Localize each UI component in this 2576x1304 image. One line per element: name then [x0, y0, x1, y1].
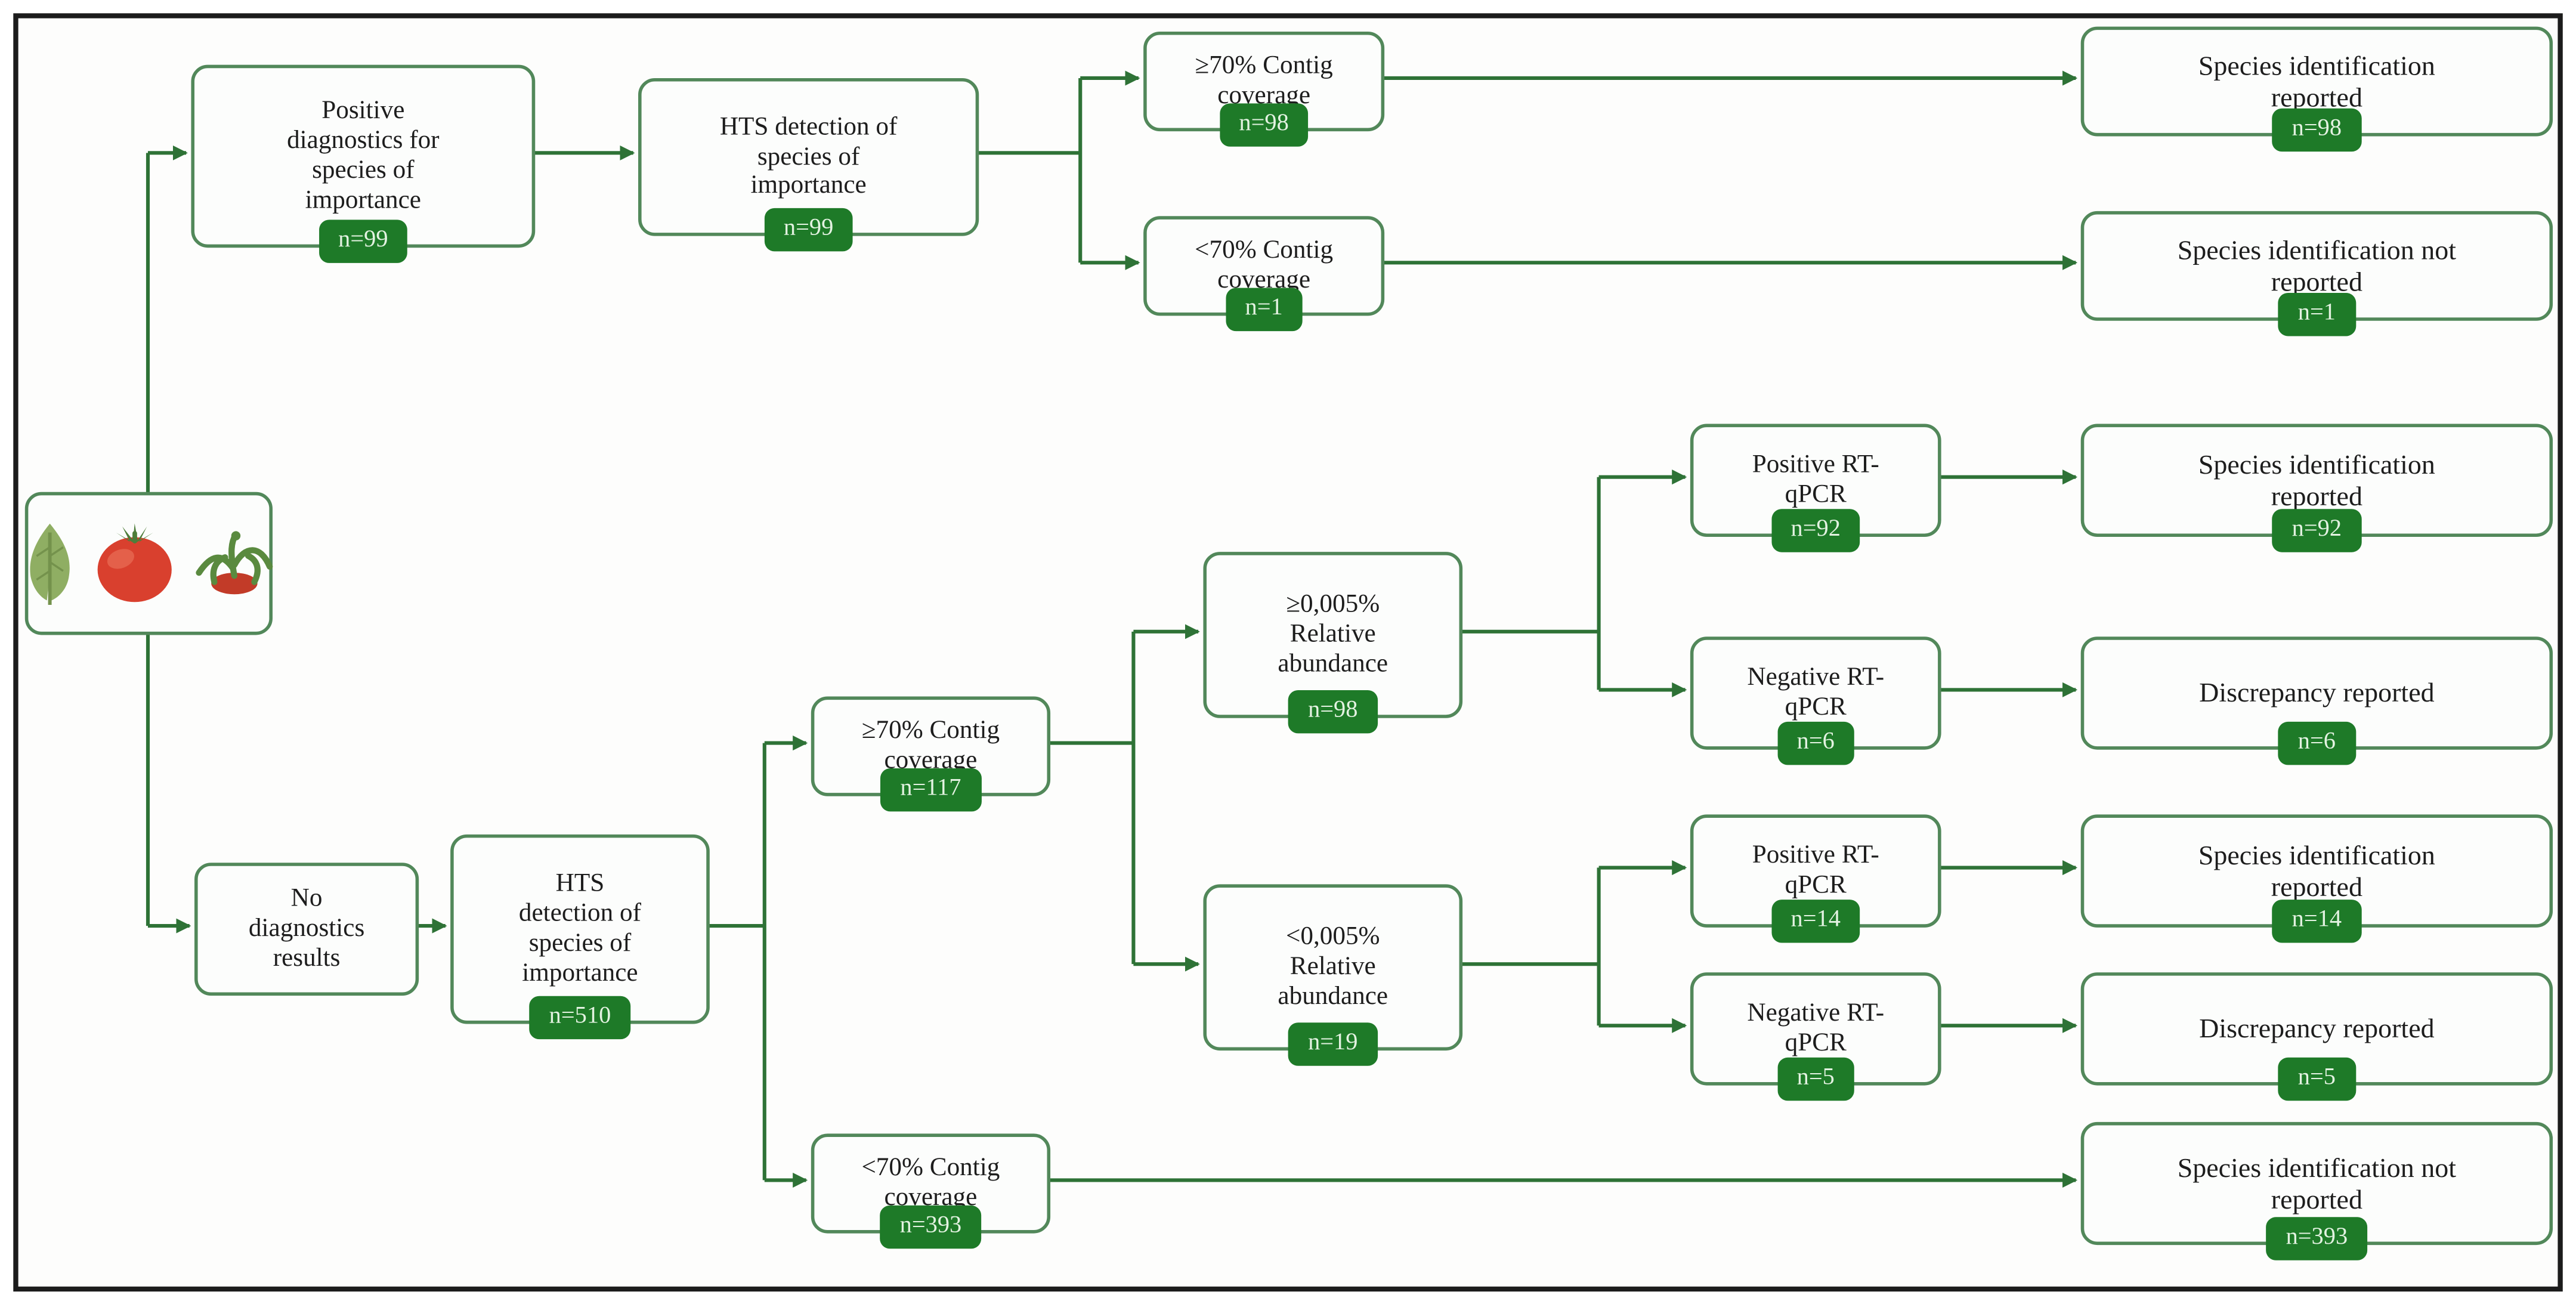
count-badge: n=6 [2278, 721, 2356, 764]
node-species-id-reported-92: Species identification reported n=92 [2080, 424, 2553, 552]
node-hts-detection-top: HTS detection of species of importance n… [638, 78, 979, 251]
count-badge: n=98 [2272, 108, 2362, 151]
node-positive-diagnostics: Positive diagnostics for species of impo… [191, 64, 536, 262]
node-label: HTS detection of species of importance [518, 869, 642, 988]
count-badge: n=393 [2266, 1217, 2368, 1260]
node-hts-detection-bottom: HTS detection of species of importance n… [450, 834, 710, 1039]
node-discrepancy-reported-6: Discrepancy reported n=6 [2080, 636, 2553, 764]
count-badge: n=510 [529, 996, 631, 1039]
node-species-id-not-reported-393: Species identification not reported n=39… [2080, 1121, 2553, 1260]
count-badge: n=14 [2272, 900, 2362, 943]
node-species-id-reported-14: Species identification reported n=14 [2080, 814, 2553, 943]
tomato-calyx-icon [195, 531, 273, 595]
tomato-leaf-icon [29, 523, 69, 605]
node-species-id-not-reported-top: Species identification not reported n=1 [2080, 211, 2553, 336]
count-badge: n=5 [2278, 1057, 2356, 1100]
node-negative-rtqpcr-2: Negative RT- qPCR n=5 [1690, 972, 1941, 1100]
count-badge: n=1 [2278, 293, 2356, 336]
node-label: ≥70% Contig coverage [861, 716, 1000, 775]
node-label: <0,005% Relative abundance [1278, 922, 1388, 1011]
count-badge: n=98 [1288, 690, 1378, 733]
node-label: No diagnostics results [248, 884, 365, 973]
node-negative-rtqpcr-1: Negative RT- qPCR n=6 [1690, 636, 1941, 764]
count-badge: n=99 [763, 208, 853, 251]
count-badge: n=14 [1771, 900, 1861, 943]
node-label: HTS detection of species of importance [719, 112, 898, 200]
node-label: Species identification not reported [2177, 1151, 2457, 1215]
count-badge: n=92 [2272, 509, 2362, 552]
node-label: Discrepancy reported [2199, 677, 2435, 709]
node-positive-rtqpcr-1: Positive RT- qPCR n=92 [1690, 424, 1941, 552]
count-badge: n=99 [318, 220, 408, 262]
node-lt70-contig-top: <70% Contig coverage n=1 [1143, 216, 1385, 330]
count-badge: n=1 [1225, 288, 1303, 330]
node-label: Species identification reported [2198, 449, 2435, 512]
count-badge: n=6 [1777, 721, 1855, 764]
count-badge: n=5 [1777, 1057, 1855, 1100]
node-discrepancy-reported-5: Discrepancy reported n=5 [2080, 972, 2553, 1100]
node-label: Negative RT- qPCR [1747, 663, 1885, 722]
node-label: Positive RT- qPCR [1752, 841, 1879, 900]
node-species-id-reported-top: Species identification reported n=98 [2080, 26, 2553, 151]
node-ge70-contig-bottom: ≥70% Contig coverage n=117 [811, 696, 1051, 811]
node-positive-rtqpcr-2: Positive RT- qPCR n=14 [1690, 814, 1941, 943]
count-badge: n=117 [880, 768, 981, 811]
node-label: Species identification reported [2198, 50, 2435, 113]
node-sample-types [23, 492, 276, 635]
node-no-diagnostics: No diagnostics results [194, 863, 419, 996]
node-label: Discrepancy reported [2199, 1013, 2435, 1045]
node-label: Species identification not reported [2177, 234, 2457, 298]
node-label: Positive diagnostics for species of impo… [287, 96, 440, 215]
node-relative-abundance-lt: <0,005% Relative abundance n=19 [1203, 884, 1463, 1065]
sample-icons [23, 518, 276, 608]
count-badge: n=393 [880, 1205, 982, 1248]
node-label: Negative RT- qPCR [1747, 999, 1885, 1058]
count-badge: n=19 [1288, 1022, 1378, 1065]
node-lt70-contig-bottom: <70% Contig coverage n=393 [811, 1133, 1051, 1248]
count-badge: n=98 [1219, 103, 1309, 146]
tomato-icon [97, 523, 171, 602]
node-ge70-contig-top: ≥70% Contig coverage n=98 [1143, 31, 1385, 146]
node-label: Positive RT- qPCR [1752, 450, 1879, 509]
node-label: Species identification reported [2198, 839, 2435, 903]
count-badge: n=92 [1771, 509, 1861, 552]
node-label: ≥0,005% Relative abundance [1278, 590, 1388, 678]
node-relative-abundance-ge: ≥0,005% Relative abundance n=98 [1203, 552, 1463, 733]
